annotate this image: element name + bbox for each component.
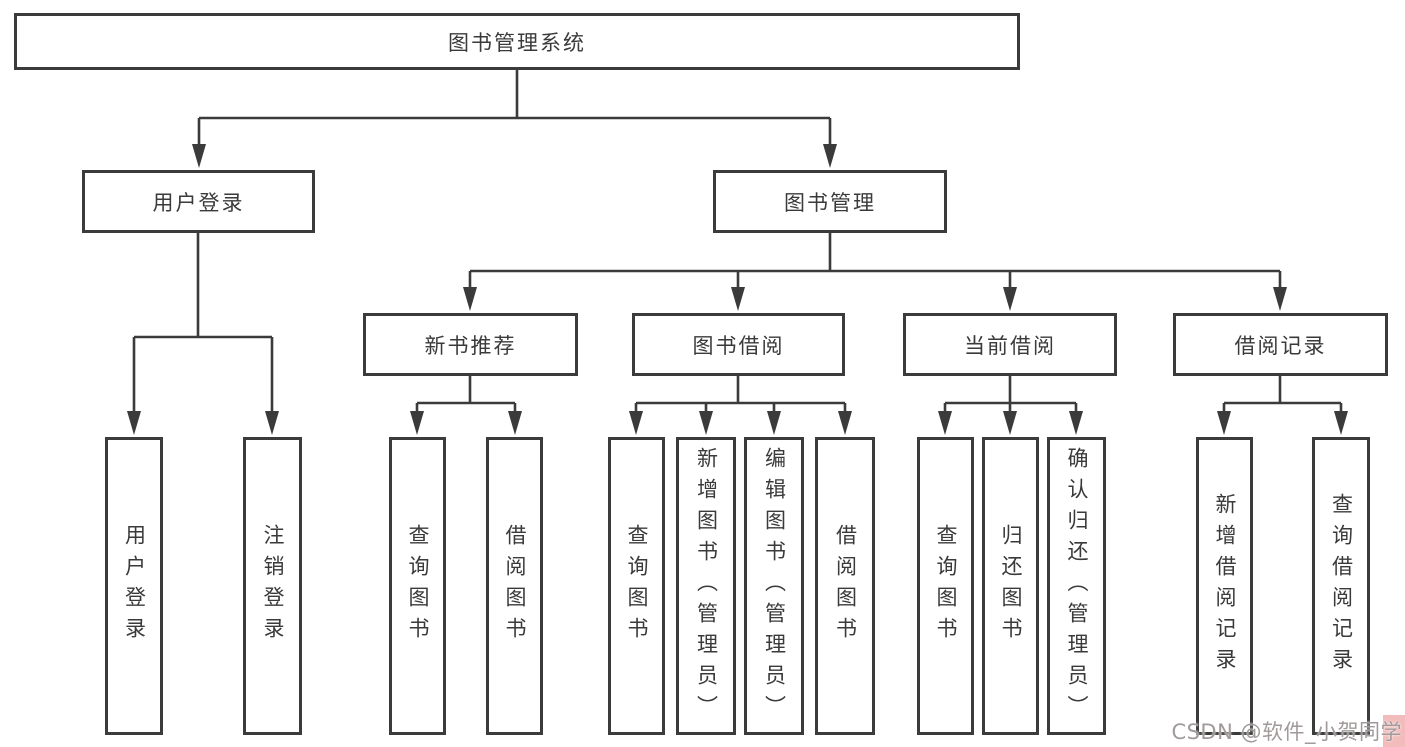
- node-borrow-records-label: 借阅记录: [1234, 333, 1327, 358]
- leaf-query-books-recommend-label: 查询图书: [406, 524, 430, 648]
- leaf-logout-label: 注销登录: [261, 524, 285, 648]
- leaf-query-borrow-record-label: 查询借阅记录: [1329, 493, 1354, 679]
- leaf-query-books-borrow: 查询图书: [608, 437, 665, 735]
- leaf-user-login-label: 用户登录: [122, 524, 147, 648]
- node-book-management: 图书管理: [713, 170, 947, 233]
- leaf-confirm-return-admin-label: 确认归还（管理员）: [1065, 446, 1089, 726]
- leaf-logout: 注销登录: [243, 437, 302, 735]
- leaf-borrow-books-recommend: 借阅图书: [486, 437, 543, 735]
- node-book-management-label: 图书管理: [784, 190, 876, 215]
- leaf-query-books-current-label: 查询图书: [934, 524, 958, 648]
- node-user-login: 用户登录: [82, 170, 315, 233]
- leaf-add-borrow-record: 新增借阅记录: [1196, 437, 1253, 735]
- watermark-badge: [1383, 715, 1405, 747]
- leaf-query-books-borrow-label: 查询图书: [625, 524, 649, 648]
- arrowheads: [127, 144, 1348, 435]
- node-current-borrow: 当前借阅: [903, 313, 1117, 376]
- leaf-query-borrow-record: 查询借阅记录: [1312, 437, 1370, 735]
- node-current-borrow-label: 当前借阅: [964, 333, 1056, 358]
- leaf-add-books-admin-label: 新增图书（管理员）: [694, 446, 719, 726]
- leaf-add-books-admin: 新增图书（管理员）: [676, 437, 736, 735]
- leaf-query-books-recommend: 查询图书: [389, 437, 446, 735]
- leaf-borrow-books: 借阅图书: [815, 437, 875, 735]
- node-user-login-label: 用户登录: [152, 190, 245, 215]
- leaf-user-login: 用户登录: [105, 437, 163, 735]
- leaf-return-books-label: 归还图书: [999, 524, 1023, 648]
- leaf-confirm-return-admin: 确认归还（管理员）: [1047, 437, 1106, 735]
- leaf-borrow-books-label: 借阅图书: [833, 524, 858, 648]
- node-new-book-recommend: 新书推荐: [363, 313, 578, 376]
- connector-paths: [132, 69, 1343, 413]
- leaf-borrow-books-recommend-label: 借阅图书: [503, 524, 527, 648]
- node-root-system: 图书管理系统: [14, 13, 1020, 70]
- leaf-return-books: 归还图书: [982, 437, 1039, 735]
- leaf-edit-books-admin: 编辑图书（管理员）: [744, 437, 804, 735]
- node-book-borrow: 图书借阅: [632, 313, 845, 376]
- node-root-label: 图书管理系统: [448, 30, 586, 55]
- watermark-text: CSDN @软件_小贺同学: [1171, 720, 1402, 744]
- leaf-add-borrow-record-label: 新增借阅记录: [1213, 493, 1237, 679]
- node-new-book-recommend-label: 新书推荐: [424, 333, 517, 358]
- node-book-borrow-label: 图书借阅: [692, 333, 785, 358]
- node-borrow-records: 借阅记录: [1173, 313, 1388, 376]
- leaf-edit-books-admin-label: 编辑图书（管理员）: [762, 446, 787, 726]
- leaf-query-books-current: 查询图书: [917, 437, 974, 735]
